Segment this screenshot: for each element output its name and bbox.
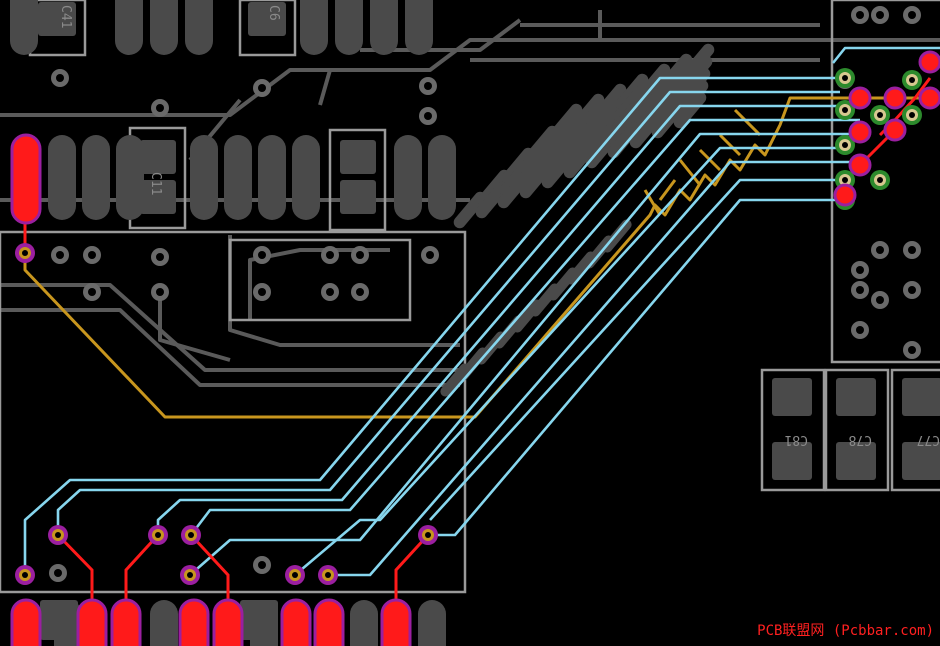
via-hole <box>54 569 62 577</box>
via-hole <box>356 251 364 259</box>
via-hole <box>258 288 266 296</box>
diagonal-pad <box>673 91 707 129</box>
label-c6: C6 <box>266 5 281 21</box>
red-pad-bottom-3 <box>110 598 142 646</box>
via-hole <box>424 82 432 90</box>
via-hole <box>856 286 864 294</box>
diagonal-pad <box>615 73 649 111</box>
red-via <box>848 86 872 110</box>
via-hole <box>88 288 96 296</box>
via-hole <box>908 11 916 19</box>
diagonal-pad <box>602 219 632 253</box>
red-pad-bottom-4 <box>178 598 210 646</box>
via-hole <box>292 572 298 578</box>
via-hole <box>356 288 364 296</box>
label-c11: C11 <box>148 172 163 195</box>
red-via <box>883 118 907 142</box>
via-hole <box>877 177 883 183</box>
label-c78: C78 <box>849 432 872 447</box>
via-hole <box>842 177 848 183</box>
colored-via-layer <box>15 50 940 585</box>
watermark: PCB联盟网 (Pcbbar.com) <box>757 623 934 639</box>
via-hole <box>856 326 864 334</box>
diagonal-pad <box>679 55 713 93</box>
via-hole <box>326 251 334 259</box>
red-via <box>848 153 872 177</box>
via-hole <box>842 142 848 148</box>
label-c81: C81 <box>785 432 808 447</box>
via-hole <box>842 107 848 113</box>
via-hole <box>842 75 848 81</box>
diagonal-pad <box>549 103 583 141</box>
via-hole <box>424 112 432 120</box>
via-hole <box>258 251 266 259</box>
via-hole <box>56 251 64 259</box>
via-hole <box>856 11 864 19</box>
red-pad-bottom-6 <box>280 598 312 646</box>
via-hole <box>56 74 64 82</box>
red-pad-bottom-7 <box>313 598 345 646</box>
red-pad-bottom-5 <box>212 598 244 646</box>
via-hole <box>908 246 916 254</box>
via-hole <box>908 346 916 354</box>
silkscreen-labels: C81 C78 C77 C41 C11 C6 <box>58 5 940 447</box>
via-hole <box>856 266 864 274</box>
grey-pad-layer <box>10 0 456 646</box>
grey-via-layer <box>49 6 921 582</box>
red-pad-bottom-8 <box>380 598 412 646</box>
red-via <box>833 183 857 207</box>
silkscreen-outline-layer <box>0 0 940 594</box>
label-c77: C77 <box>917 432 940 447</box>
diagonal-pad <box>681 43 715 81</box>
via-hole <box>876 246 884 254</box>
red-via <box>883 86 907 110</box>
via-hole <box>55 532 61 538</box>
red-via <box>918 50 940 74</box>
via-hole <box>876 296 884 304</box>
via-hole <box>909 112 915 118</box>
diagonal-pad-array <box>440 43 715 397</box>
diagonal-pad <box>593 83 627 121</box>
via-hole <box>877 112 883 118</box>
red-via <box>918 86 940 110</box>
via-hole <box>156 288 164 296</box>
via-hole <box>22 572 28 578</box>
via-hole <box>258 84 266 92</box>
via-hole <box>876 11 884 19</box>
via-hole <box>908 286 916 294</box>
diagonal-pad <box>571 93 605 131</box>
via-hole <box>156 104 164 112</box>
diagonal-pad <box>659 53 693 91</box>
capacitor-pads <box>38 2 940 640</box>
via-hole <box>325 572 331 578</box>
cyan-trace-layer <box>23 46 940 577</box>
grey-trace-layer <box>0 10 940 387</box>
via-hole <box>425 532 431 538</box>
via-hole <box>155 532 161 538</box>
via-hole <box>909 77 915 83</box>
via-hole <box>88 251 96 259</box>
label-c41: C41 <box>58 5 73 28</box>
via-hole <box>156 253 164 261</box>
red-pad-bottom-1 <box>10 598 42 646</box>
red-pad-left <box>10 133 42 225</box>
via-hole <box>426 251 434 259</box>
red-via <box>848 120 872 144</box>
red-pad-bottom-2 <box>76 598 108 646</box>
via-hole <box>188 532 194 538</box>
diagonal-pad <box>637 63 671 101</box>
via-hole <box>187 572 193 578</box>
red-pad-layer <box>10 133 412 646</box>
via-hole <box>258 561 266 569</box>
via-hole <box>326 288 334 296</box>
via-hole <box>22 250 28 256</box>
